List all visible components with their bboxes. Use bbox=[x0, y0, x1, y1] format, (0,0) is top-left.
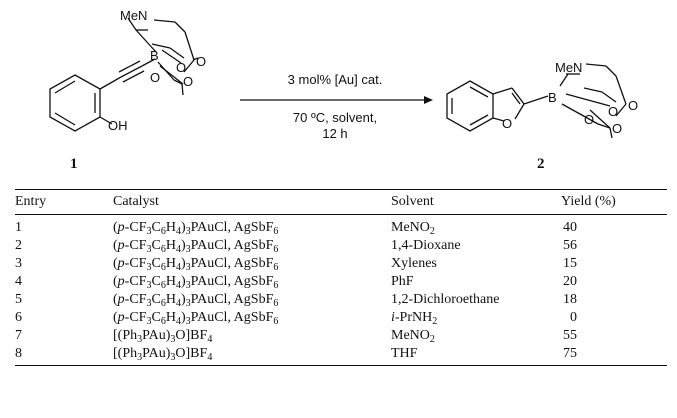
yield-value: 55 bbox=[563, 328, 577, 343]
conditions-time: 12 h bbox=[322, 126, 347, 141]
cell-entry: 4 bbox=[15, 274, 22, 289]
cell-solvent: PhF bbox=[391, 274, 414, 289]
arrowhead-icon bbox=[424, 96, 433, 104]
reactant-compound-number: 1 bbox=[70, 156, 78, 172]
table-row: 2 (p-CF3C6H4)3PAuCl, AgSbF6 1,4-Dioxane 56 bbox=[15, 237, 667, 255]
cell-entry: 7 bbox=[15, 328, 22, 343]
cell-yield: 20 bbox=[561, 273, 667, 291]
yield-value: 56 bbox=[563, 238, 577, 253]
cell-yield: 55 bbox=[561, 327, 667, 345]
cell-entry: 6 bbox=[15, 310, 22, 325]
cell-solvent: MeNO2 bbox=[391, 328, 435, 345]
header-yield: Yield (%) bbox=[561, 194, 616, 209]
cell-solvent: THF bbox=[391, 346, 418, 361]
product-boron-label: B bbox=[548, 90, 557, 105]
cell-entry: 5 bbox=[15, 292, 22, 307]
cell-catalyst: (p-CF3C6H4)3PAuCl, AgSbF6 bbox=[113, 292, 279, 309]
yield-value: 75 bbox=[563, 346, 577, 361]
reactant-oh-label: OH bbox=[108, 118, 128, 133]
conditions-catalyst: 3 mol% [Au] cat. bbox=[288, 72, 383, 87]
cell-catalyst: (p-CF3C6H4)3PAuCl, AgSbF6 bbox=[113, 220, 279, 237]
cell-entry: 3 bbox=[15, 256, 22, 271]
product-oxygen-label: O bbox=[612, 121, 622, 136]
cell-catalyst: [(Ph3PAu)3O]BF4 bbox=[113, 346, 213, 363]
reactant-oxygen-label: O bbox=[196, 54, 206, 69]
header-entry: Entry bbox=[15, 194, 47, 209]
product-oxygen-label: O bbox=[628, 98, 638, 113]
yield-value: 15 bbox=[563, 256, 577, 271]
product-oxygen-label: O bbox=[608, 104, 618, 119]
cell-catalyst: (p-CF3C6H4)3PAuCl, AgSbF6 bbox=[113, 310, 279, 327]
product-structure bbox=[446, 63, 627, 139]
table-header-rule bbox=[15, 214, 667, 215]
yield-value: 0 bbox=[570, 310, 577, 325]
header-solvent: Solvent bbox=[391, 194, 434, 209]
table-bottom-rule bbox=[15, 365, 667, 366]
table-row: 6 (p-CF3C6H4)3PAuCl, AgSbF6 i-PrNH2 0 bbox=[15, 309, 667, 327]
cell-yield: 0 bbox=[561, 309, 667, 327]
product-compound-number: 2 bbox=[537, 156, 545, 172]
cell-solvent: 1,2-Dichloroethane bbox=[391, 292, 500, 307]
cell-yield: 75 bbox=[561, 345, 667, 363]
cell-yield: 18 bbox=[561, 291, 667, 309]
cell-yield: 15 bbox=[561, 255, 667, 273]
conditions-temperature-solvent: 70 ºC, solvent, bbox=[293, 110, 377, 125]
cell-entry: 2 bbox=[15, 238, 22, 253]
yield-value: 40 bbox=[563, 220, 577, 235]
header-catalyst: Catalyst bbox=[113, 194, 159, 209]
table-row: 7 [(Ph3PAu)3O]BF4 MeNO2 55 bbox=[15, 327, 667, 345]
cell-solvent: MeNO2 bbox=[391, 220, 435, 237]
reaction-scheme: MeN B O O O O OH 1 3 mol% [Au] cat. 70 º… bbox=[49, 8, 638, 172]
table-row: 5 (p-CF3C6H4)3PAuCl, AgSbF6 1,2-Dichloroet… bbox=[15, 291, 667, 309]
cell-catalyst: [(Ph3PAu)3O]BF4 bbox=[113, 328, 213, 345]
cell-solvent: Xylenes bbox=[391, 256, 437, 271]
table-row: 1 (p-CF3C6H4)3PAuCl, AgSbF6 MeNO2 40 bbox=[15, 219, 667, 237]
yield-value: 18 bbox=[563, 292, 577, 307]
cell-solvent: 1,4-Dioxane bbox=[391, 238, 461, 253]
reactant-oxygen-label: O bbox=[183, 74, 193, 89]
table-row: 3 (p-CF3C6H4)3PAuCl, AgSbF6 Xylenes 15 bbox=[15, 255, 667, 273]
product-men-label: MeN bbox=[555, 60, 582, 75]
table-row: 8 [(Ph3PAu)3O]BF4 THF 75 bbox=[15, 345, 667, 363]
cell-entry: 1 bbox=[15, 220, 22, 235]
product-oxygen-label: O bbox=[584, 112, 594, 127]
table-top-rule bbox=[15, 189, 667, 190]
reactant-boron-label: B bbox=[150, 48, 159, 63]
cell-catalyst: (p-CF3C6H4)3PAuCl, AgSbF6 bbox=[113, 238, 279, 255]
cell-solvent: i-PrNH2 bbox=[391, 310, 438, 327]
product-ring-oxygen-label: O bbox=[502, 116, 512, 131]
yield-value: 20 bbox=[563, 274, 577, 289]
reactant-oxygen-label: O bbox=[150, 70, 160, 85]
table-header-row: Entry Catalyst Solvent Yield (%) bbox=[15, 190, 667, 214]
table-row: 4 (p-CF3C6H4)3PAuCl, AgSbF6 PhF 20 bbox=[15, 273, 667, 291]
reactant-men-label: MeN bbox=[120, 8, 147, 23]
reactant-structure bbox=[49, 17, 199, 132]
reactant-oxygen-label: O bbox=[176, 60, 186, 75]
cell-catalyst: (p-CF3C6H4)3PAuCl, AgSbF6 bbox=[113, 274, 279, 291]
cell-yield: 56 bbox=[561, 237, 667, 255]
cell-catalyst: (p-CF3C6H4)3PAuCl, AgSbF6 bbox=[113, 256, 279, 273]
cell-yield: 40 bbox=[561, 219, 667, 237]
results-table: Entry Catalyst Solvent Yield (%) 1 (p-CF3… bbox=[15, 189, 667, 366]
cell-entry: 8 bbox=[15, 346, 22, 361]
